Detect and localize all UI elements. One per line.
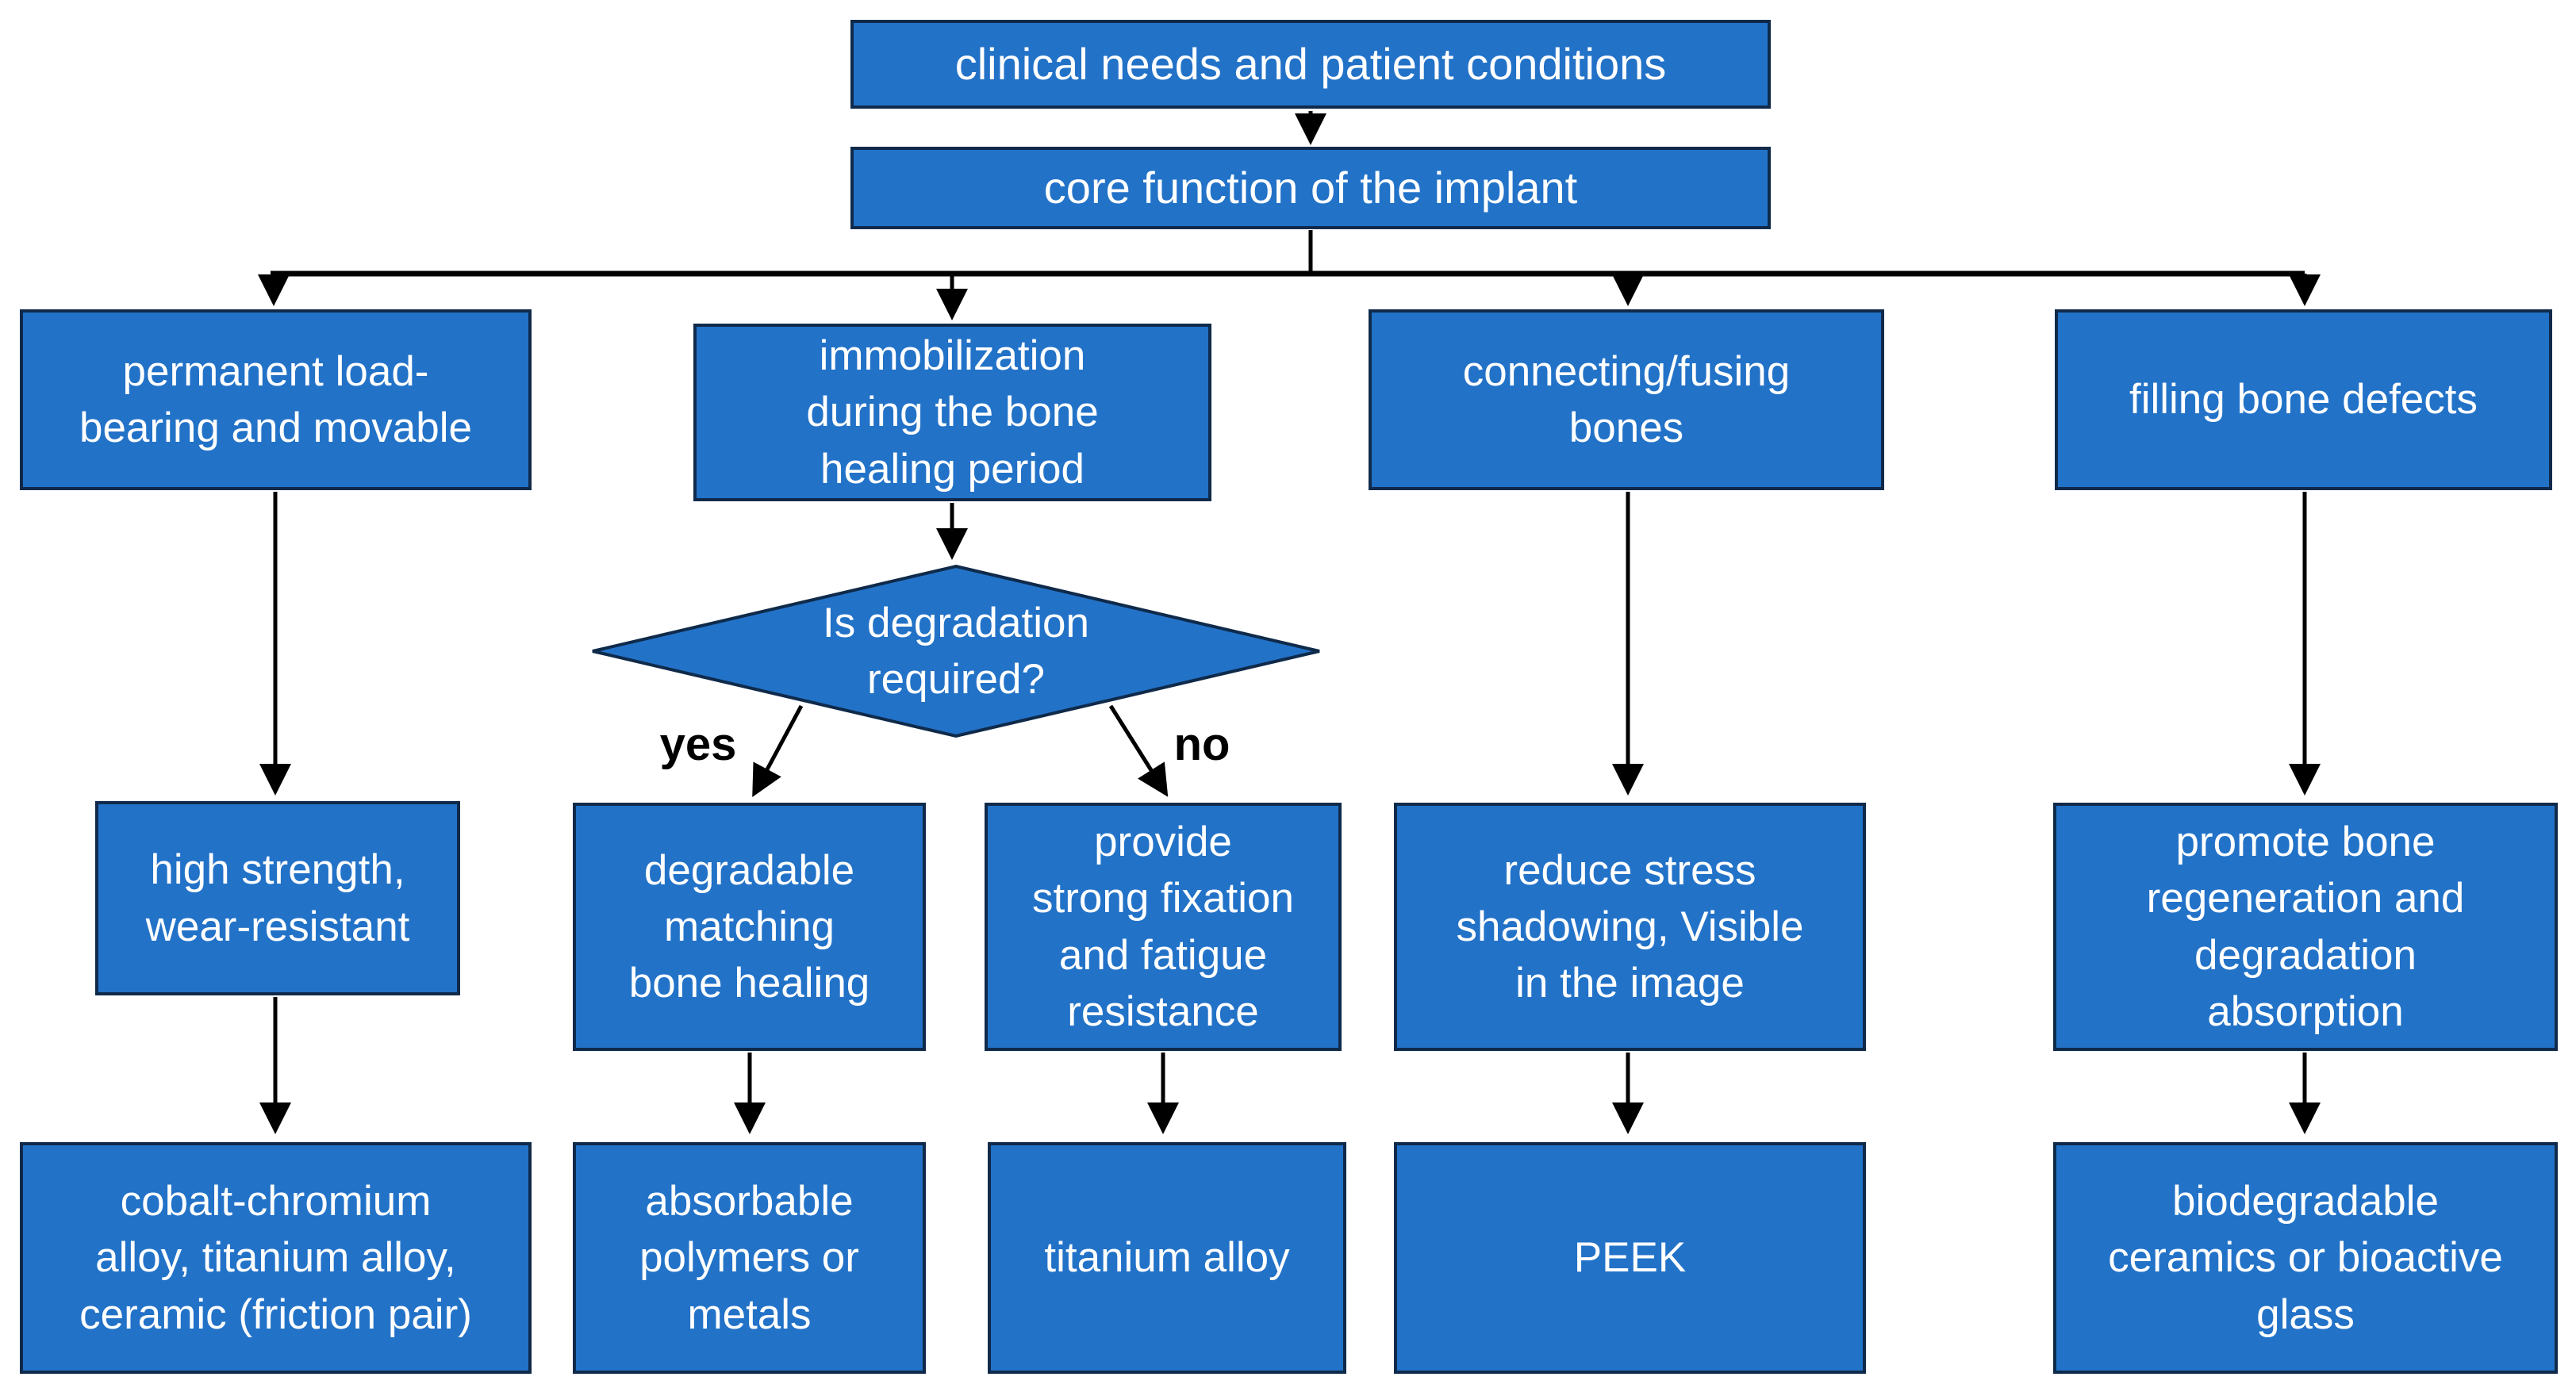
node-promote-regeneration-label: promote bone regeneration and degradatio…	[2146, 819, 2465, 1035]
node-high-strength: high strength, wear-resistant	[95, 801, 460, 995]
node-clinical-needs: clinical needs and patient conditions	[850, 20, 1771, 109]
node-degradable-matching: degradable matching bone healing	[573, 803, 926, 1051]
decision-label: Is degradation required?	[823, 599, 1089, 703]
node-titanium-alloy-label: titanium alloy	[1044, 1234, 1290, 1282]
node-permanent-load-bearing-label: permanent load- bearing and movable	[79, 347, 472, 451]
node-connecting-fusing-label: connecting/fusing bones	[1462, 347, 1791, 451]
node-filling-defects-label: filling bone defects	[2129, 376, 2478, 424]
node-degradable-matching-label: degradable matching bone healing	[628, 846, 870, 1007]
node-connecting-fusing: connecting/fusing bones	[1369, 309, 1884, 490]
node-strong-fixation: provide strong fixation and fatigue resi…	[985, 803, 1342, 1051]
node-promote-regeneration: promote bone regeneration and degradatio…	[2053, 803, 2558, 1051]
node-reduce-stress: reduce stress shadowing, Visible in the …	[1394, 803, 1866, 1051]
edge-label-no: no	[1173, 719, 1230, 770]
node-biodegradable-ceramics-label: biodegradable ceramics or bioactive glas…	[2108, 1178, 2503, 1338]
node-strong-fixation-label: provide strong fixation and fatigue resi…	[1032, 819, 1294, 1035]
node-high-strength-label: high strength, wear-resistant	[145, 846, 410, 950]
node-clinical-needs-label: clinical needs and patient conditions	[954, 39, 1667, 90]
edge-label-yes: yes	[659, 719, 737, 770]
node-absorbable-polymers-label: absorbable polymers or metals	[639, 1178, 859, 1338]
node-immobilization-label: immobilization during the bone healing p…	[806, 332, 1099, 493]
node-cobalt-chromium: cobalt-chromium alloy, titanium alloy, c…	[20, 1142, 532, 1374]
node-filling-defects: filling bone defects	[2055, 309, 2552, 490]
node-titanium-alloy: titanium alloy	[988, 1142, 1346, 1374]
node-permanent-load-bearing: permanent load- bearing and movable	[20, 309, 532, 490]
node-biodegradable-ceramics: biodegradable ceramics or bioactive glas…	[2053, 1142, 2558, 1374]
node-immobilization: immobilization during the bone healing p…	[693, 324, 1211, 501]
node-cobalt-chromium-label: cobalt-chromium alloy, titanium alloy, c…	[79, 1178, 472, 1338]
node-peek: PEEK	[1394, 1142, 1866, 1374]
node-reduce-stress-label: reduce stress shadowing, Visible in the …	[1456, 846, 1804, 1007]
node-core-function: core function of the implant	[850, 147, 1771, 229]
node-core-function-label: core function of the implant	[1043, 163, 1578, 213]
node-absorbable-polymers: absorbable polymers or metals	[573, 1142, 926, 1374]
node-peek-label: PEEK	[1573, 1234, 1687, 1282]
